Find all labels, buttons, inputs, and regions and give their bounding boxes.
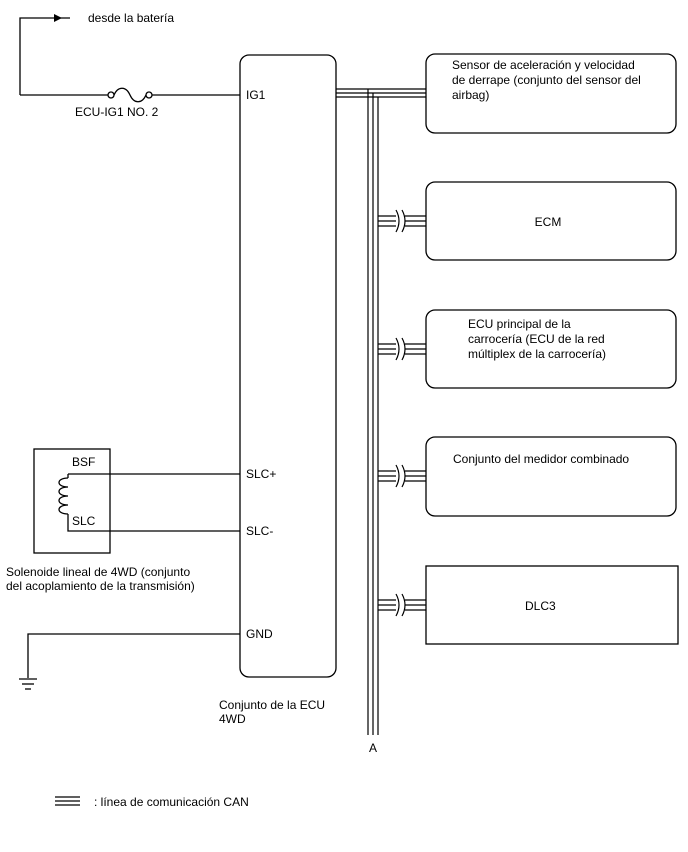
can-legend-icon bbox=[55, 796, 80, 806]
solenoid-name-line1: Solenoide lineal de 4WD (conjunto bbox=[6, 565, 190, 579]
can-bus-top bbox=[336, 88, 426, 98]
pin-gnd: GND bbox=[246, 627, 273, 641]
dlc3-label: DLC3 bbox=[525, 599, 556, 613]
meter-label: Conjunto del medidor combinado bbox=[453, 452, 629, 466]
arrow-icon bbox=[54, 14, 62, 22]
module-box-dlc3 bbox=[425, 565, 679, 645]
pin-slc: SLC bbox=[72, 514, 96, 528]
ecm-label: ECM bbox=[535, 215, 562, 229]
ecu-name-line2: 4WD bbox=[219, 712, 246, 726]
can-bus-trunk bbox=[367, 89, 379, 735]
airbag-line3: airbag) bbox=[452, 88, 489, 102]
pin-ig1: IG1 bbox=[246, 88, 266, 102]
module-box-meter bbox=[425, 436, 677, 517]
body-line2: carrocería (ECU de la red bbox=[468, 332, 605, 346]
can-branch-meter bbox=[378, 464, 426, 488]
pin-bsf: BSF bbox=[72, 455, 95, 469]
airbag-line2: de derrape (conjunto del sensor del bbox=[452, 73, 641, 87]
ground-icon bbox=[19, 678, 37, 690]
battery-feed bbox=[19, 14, 70, 95]
solenoid-wires bbox=[67, 473, 240, 532]
coil-icon bbox=[58, 474, 69, 518]
pin-slc-plus: SLC+ bbox=[246, 467, 276, 481]
ecu-name-line1: Conjunto de la ECU bbox=[219, 698, 325, 712]
ground-wire bbox=[27, 633, 240, 678]
module-box-ecm bbox=[425, 181, 677, 261]
ig1-wire bbox=[20, 87, 240, 103]
module-box-body bbox=[425, 309, 677, 389]
legend-label: : línea de comunicación CAN bbox=[94, 795, 249, 809]
can-branch-dlc3 bbox=[378, 593, 426, 617]
airbag-line1: Sensor de aceleración y velocidad bbox=[452, 58, 635, 72]
ecu-box bbox=[239, 54, 337, 678]
bus-end-label: A bbox=[369, 741, 377, 755]
solenoid-name-line2: del acoplamiento de la transmisión) bbox=[6, 579, 195, 593]
battery-label: desde la batería bbox=[88, 11, 174, 25]
body-line3: múltiplex de la carrocería) bbox=[468, 347, 606, 361]
can-branch-body bbox=[378, 337, 426, 361]
pin-slc-minus: SLC- bbox=[246, 524, 273, 538]
module-box-airbag bbox=[425, 53, 677, 134]
body-line1: ECU principal de la bbox=[468, 317, 571, 331]
fuse-icon bbox=[113, 87, 147, 103]
can-branch-ecm bbox=[378, 209, 426, 233]
fuse-label: ECU-IG1 NO. 2 bbox=[75, 105, 159, 119]
solenoid-box bbox=[33, 448, 111, 554]
